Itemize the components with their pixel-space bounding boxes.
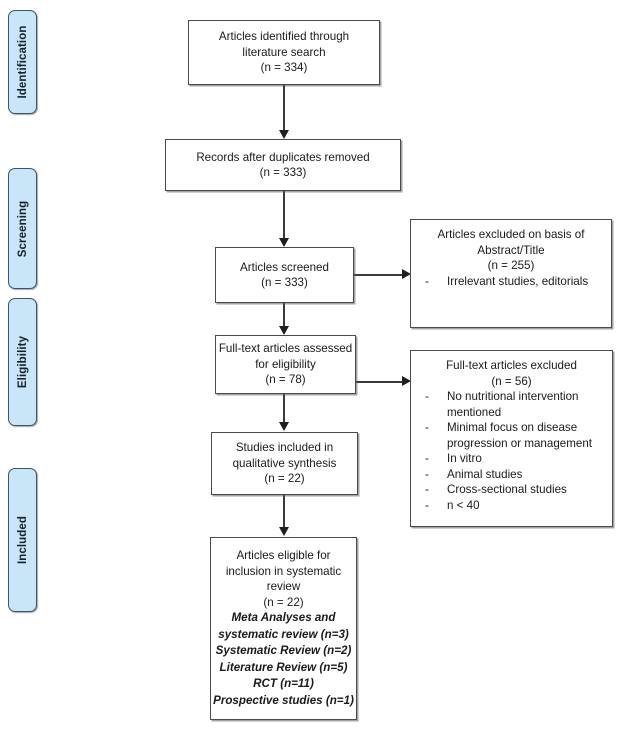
bullet-text: Cross-sectional studies bbox=[447, 483, 567, 496]
bullet-marker: - bbox=[425, 421, 429, 434]
box-line: qualitative synthesis bbox=[232, 456, 337, 470]
box-eligible-inclusion: Articles eligible for inclusion in syste… bbox=[210, 537, 357, 720]
box-bullet: - Irrelevant studies, editorials bbox=[411, 274, 611, 290]
box-count: (n = 56) bbox=[491, 374, 532, 388]
connector-screened-to-fulltext bbox=[283, 303, 285, 328]
connector-fulltext-to-excluded bbox=[356, 381, 404, 383]
connector-qualitative-to-eligible bbox=[283, 495, 285, 529]
bullet-text: Irrelevant studies, editorials bbox=[447, 274, 589, 288]
box-line: for eligibility bbox=[255, 357, 316, 371]
arrowhead-fulltext-to-excluded bbox=[402, 376, 411, 386]
bullet-marker: - bbox=[425, 390, 429, 403]
bullet-marker: - bbox=[425, 452, 429, 465]
bullet-text: No nutritional intervention mentioned bbox=[447, 390, 579, 419]
box-count: (n = 22) bbox=[264, 472, 305, 486]
box-line: Articles screened bbox=[240, 260, 329, 274]
box-line: inclusion in systematic bbox=[225, 564, 342, 578]
box-breakdown-line: Systematic Review (n=2) bbox=[215, 644, 352, 657]
arrowhead-screened-to-fulltext bbox=[278, 326, 289, 335]
box-count: (n = 333) bbox=[259, 166, 307, 179]
stage-identification-label: Identification bbox=[16, 25, 29, 99]
connector-duplicates-to-screened bbox=[283, 191, 285, 239]
box-breakdown-line: systematic review (n=3) bbox=[218, 627, 349, 641]
stage-screening-label: Screening bbox=[16, 200, 29, 257]
arrowhead-identified-to-duplicates bbox=[278, 130, 289, 139]
bullet-marker: - bbox=[425, 498, 429, 512]
stage-included-label: Included bbox=[16, 515, 29, 565]
connector-fulltext-to-qualitative bbox=[283, 394, 285, 424]
box-breakdown-line: Prospective studies (n=1) bbox=[213, 693, 354, 707]
arrowhead-qualitative-to-eligible bbox=[278, 527, 289, 536]
bullet-text: n < 40 bbox=[447, 498, 480, 512]
box-line: Studies included in bbox=[235, 441, 334, 455]
box-line: Full-text articles assessed bbox=[218, 342, 353, 356]
box-breakdown-line: Meta Analyses and bbox=[231, 611, 336, 624]
box-records-after-duplicates: Records after duplicates removed (n = 33… bbox=[165, 139, 401, 191]
box-bullet: - No nutritional intervention mentioned bbox=[411, 389, 612, 420]
box-line: review bbox=[266, 580, 301, 593]
bullet-text: Animal studies bbox=[447, 467, 523, 481]
box-line: Articles excluded on basis of bbox=[437, 228, 585, 241]
box-bullet: - Animal studies bbox=[411, 467, 612, 483]
box-count: (n = 333) bbox=[261, 276, 308, 289]
bullet-marker: - bbox=[425, 274, 429, 288]
box-bullet: - Minimal focus on disease progression o… bbox=[411, 420, 612, 451]
box-breakdown-line: Literature Review (n=5) bbox=[219, 660, 348, 674]
box-line: literature search bbox=[242, 45, 326, 59]
box-articles-screened: Articles screened (n = 333) bbox=[215, 247, 354, 303]
box-articles-excluded-abstract: Articles excluded on basis of Abstract/T… bbox=[410, 219, 612, 328]
bullet-marker: - bbox=[425, 467, 429, 481]
box-line: Full-text articles excluded bbox=[446, 359, 577, 372]
bullet-text: Minimal focus on disease progression or … bbox=[447, 421, 593, 450]
arrowhead-duplicates-to-screened bbox=[278, 238, 289, 247]
box-articles-identified: Articles identified through literature s… bbox=[188, 20, 380, 85]
box-breakdown-line: RCT (n=11) bbox=[253, 677, 314, 690]
box-count: (n = 255) bbox=[487, 259, 535, 272]
stage-eligibility-label: Eligibility bbox=[16, 335, 29, 389]
stage-screening: Screening bbox=[8, 168, 37, 289]
box-count: (n = 78) bbox=[265, 373, 306, 387]
arrowhead-screened-to-excluded bbox=[402, 269, 411, 279]
bullet-marker: - bbox=[425, 483, 429, 496]
bullet-text: In vitro bbox=[447, 452, 482, 465]
stage-included: Included bbox=[8, 468, 37, 612]
box-fulltext-excluded: Full-text articles excluded (n = 56) - N… bbox=[410, 350, 613, 527]
stage-identification: Identification bbox=[8, 10, 37, 114]
box-qualitative-synthesis: Studies included in qualitative synthesi… bbox=[211, 432, 358, 495]
stage-eligibility: Eligibility bbox=[8, 298, 37, 426]
box-count: (n = 22) bbox=[263, 595, 304, 609]
box-line: Articles eligible for bbox=[236, 549, 331, 562]
box-count: (n = 334) bbox=[260, 61, 308, 75]
box-fulltext-assessed: Full-text articles assessed for eligibil… bbox=[215, 335, 356, 394]
connector-identified-to-duplicates bbox=[283, 85, 285, 131]
box-bullet: - In vitro bbox=[411, 451, 612, 467]
connector-screened-to-excluded bbox=[354, 274, 404, 276]
box-bullet: - n < 40 bbox=[411, 498, 612, 514]
arrowhead-fulltext-to-qualitative bbox=[278, 422, 289, 431]
box-bullet: - Cross-sectional studies bbox=[411, 482, 612, 498]
box-line: Abstract/Title bbox=[477, 243, 545, 257]
box-line: Records after duplicates removed bbox=[196, 150, 370, 164]
box-line: Articles identified through bbox=[218, 30, 350, 44]
